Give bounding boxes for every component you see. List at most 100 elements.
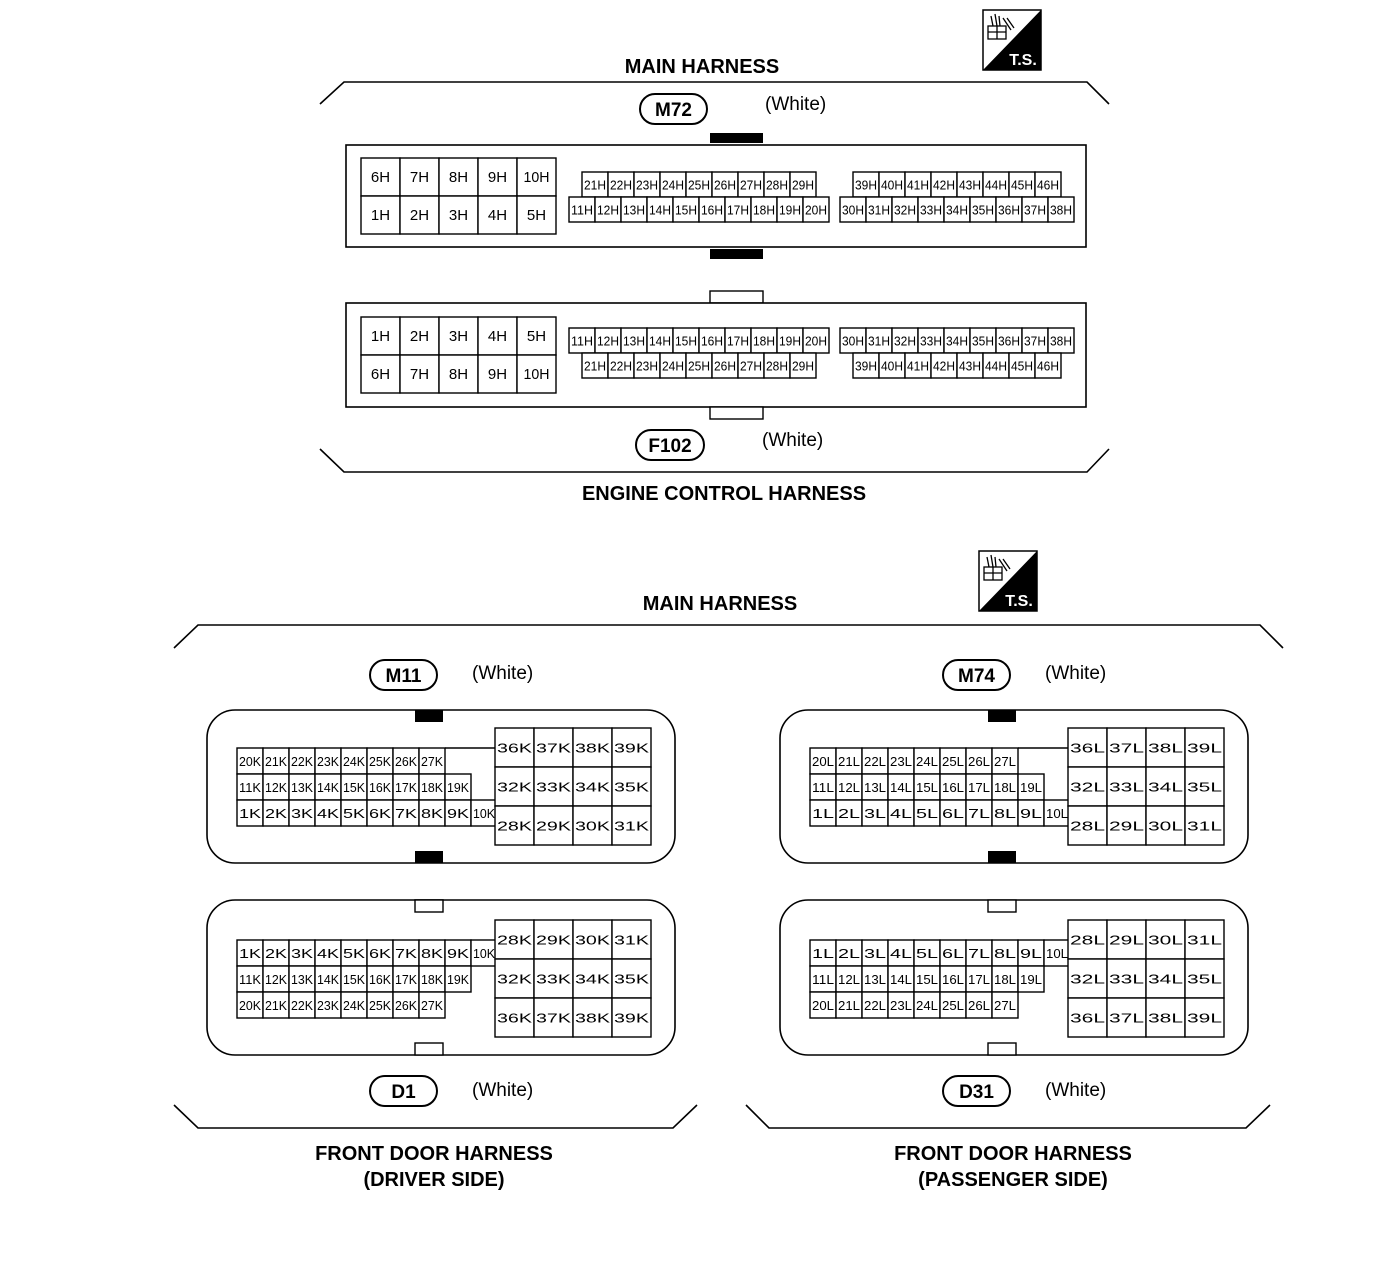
pin-label: 29L	[1109, 933, 1144, 948]
pin-label: 1K	[239, 946, 261, 961]
pin-cell: 21H	[581, 352, 609, 379]
pin-cell: 24H	[659, 171, 687, 198]
pin-cell: 43H	[956, 171, 984, 198]
pin-cell: 15H	[672, 196, 700, 223]
pin-label: 7K	[395, 806, 417, 821]
pin-cell: 12K	[262, 965, 290, 993]
pin-cell: 43H	[956, 352, 984, 379]
pin-cell: 26K	[392, 991, 420, 1019]
connector-id-badge: D1	[369, 1075, 438, 1107]
pin-label: 7K	[395, 946, 417, 961]
pin-label: 41H	[907, 359, 929, 374]
pin-cell: 31K	[611, 805, 652, 846]
pin-cell: 10L	[1043, 939, 1071, 967]
pin-cell: 24K	[340, 991, 368, 1019]
pin-label: 8K	[421, 806, 443, 821]
pin-cell: 33K	[533, 766, 574, 807]
pin-label: 32K	[497, 972, 532, 987]
pin-label: 15K	[343, 780, 365, 795]
pin-label: 43H	[959, 359, 981, 374]
pin-cell: 39K	[611, 727, 652, 768]
pin-cell: 27H	[737, 171, 765, 198]
pin-label: 1H	[371, 328, 390, 345]
pin-cell: 11H	[568, 196, 596, 223]
pin-cell: 45H	[1008, 171, 1036, 198]
pin-label: 22L	[864, 998, 886, 1013]
pin-label: 3H	[449, 207, 468, 224]
pin-cell: 37H	[1021, 327, 1049, 354]
pin-label: 27L	[994, 998, 1016, 1013]
pin-label: 23L	[890, 754, 912, 769]
passenger-side-label: (PASSENGER SIDE)	[918, 1169, 1108, 1191]
pin-label: 28L	[1070, 819, 1105, 834]
pin-cell: 38H	[1047, 196, 1075, 223]
pin-cell: 10L	[1043, 799, 1071, 827]
pin-cell: 15L	[913, 773, 941, 801]
pin-label: 18H	[753, 334, 775, 349]
connector-id-badge: M74	[942, 659, 1011, 691]
pin-label: 16H	[701, 334, 723, 349]
pin-label: 35H	[972, 334, 994, 349]
pin-cell: 25K	[366, 747, 394, 775]
pin-cell: 36L	[1067, 727, 1108, 768]
pin-label: 38L	[1148, 1011, 1183, 1026]
pin-label: 34L	[1148, 780, 1183, 795]
pin-cell: 24K	[340, 747, 368, 775]
pin-cell: 19H	[776, 196, 804, 223]
pin-label: 39K	[614, 741, 649, 756]
bottom-main-harness-label: MAIN HARNESS	[643, 593, 797, 615]
pin-cell: 34L	[1145, 958, 1186, 999]
connector-id-m11: M11	[386, 666, 422, 687]
pin-cell: 3K	[288, 799, 316, 827]
pin-cell: 32L	[1067, 958, 1108, 999]
pin-cell: 29L	[1106, 805, 1147, 846]
pin-label: 13L	[864, 972, 886, 987]
pin-label: 24K	[343, 754, 365, 769]
pin-label: 31K	[614, 819, 649, 834]
pin-label: 1L	[812, 806, 834, 821]
pin-label: 15K	[343, 972, 365, 987]
pin-label: 11H	[571, 334, 593, 349]
pin-cell: 41H	[904, 352, 932, 379]
pin-cell: 35H	[969, 196, 997, 223]
pin-cell: 23H	[633, 352, 661, 379]
pin-cell: 34H	[943, 327, 971, 354]
pin-label: 37K	[536, 741, 571, 756]
pin-cell: 19L	[1017, 965, 1045, 993]
pin-cell: 24H	[659, 352, 687, 379]
pin-label: 38L	[1148, 741, 1183, 756]
pin-label: 10K	[473, 946, 495, 961]
pin-cell: 5L	[913, 799, 941, 827]
pin-cell: 20H	[802, 196, 830, 223]
pin-label: 32K	[497, 780, 532, 795]
pin-cell: 3K	[288, 939, 316, 967]
pin-cell: 35H	[969, 327, 997, 354]
pin-cell: 22K	[288, 991, 316, 1019]
pin-cell: 13H	[620, 327, 648, 354]
pin-cell: 44H	[982, 352, 1010, 379]
pin-cell: 6L	[939, 939, 967, 967]
pin-label: 36L	[1070, 741, 1105, 756]
pin-cell: 25K	[366, 991, 394, 1019]
pin-cell: 1L	[809, 939, 837, 967]
pin-label: 34L	[1148, 972, 1183, 987]
connector-color-d1: (White)	[472, 1080, 533, 1101]
pin-cell: 14H	[646, 196, 674, 223]
pin-label: 30H	[842, 203, 864, 218]
pin-cell: 13K	[288, 773, 316, 801]
pin-label: 26K	[395, 998, 417, 1013]
pin-label: 46H	[1037, 178, 1059, 193]
pin-label: 25H	[688, 359, 710, 374]
pin-label: 26L	[968, 998, 990, 1013]
pin-cell: 8H	[438, 157, 479, 197]
ts-icon: T.S.	[978, 550, 1038, 612]
pin-cell: 4L	[887, 799, 915, 827]
pin-label: 6H	[371, 169, 390, 186]
pin-label: 21H	[584, 359, 606, 374]
pin-cell: 16K	[366, 773, 394, 801]
pin-label: 11L	[812, 972, 834, 987]
pin-cell: 24L	[913, 991, 941, 1019]
pin-cell: 8L	[991, 799, 1019, 827]
pin-cell: 34K	[572, 766, 613, 807]
